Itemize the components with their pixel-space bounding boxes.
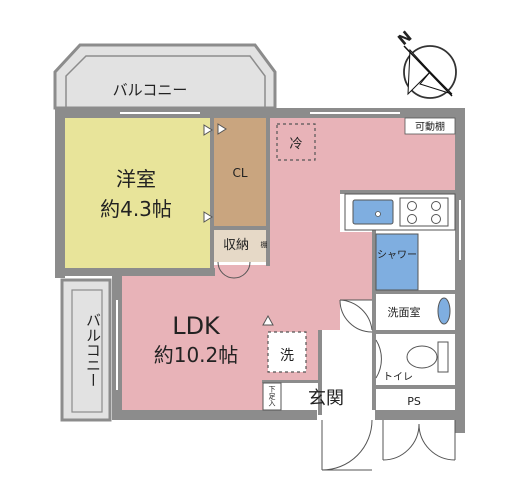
washer-box <box>267 331 307 373</box>
storage-small-label: 棚 <box>261 240 268 249</box>
fridge-label: 冷 <box>289 137 302 152</box>
fridge-box <box>276 123 316 161</box>
washroom-label: 洗面室 <box>388 305 421 319</box>
ldk-name: LDK <box>172 312 221 340</box>
toilet-door-icon <box>375 339 382 379</box>
washer-label: 洗 <box>280 348 294 364</box>
western-room-name: 洋室 <box>116 167 156 191</box>
closet-label: CL <box>232 166 247 180</box>
movable-shelf-label: 可動棚 <box>415 120 445 133</box>
closet-floor <box>212 118 268 228</box>
ldk-size: 約10.2帖 <box>154 343 239 367</box>
walls <box>55 108 465 433</box>
toilet-tank-icon <box>437 341 449 373</box>
entrance-label: 玄関 <box>308 388 344 409</box>
door-triangle-icon <box>203 124 213 136</box>
door-triangle-icon <box>217 123 227 135</box>
balcony-left-label: バルコニー <box>84 313 102 388</box>
stove-icon <box>399 197 449 227</box>
shoe-box-label: 下足入 <box>268 386 276 407</box>
movable-shelf-box <box>404 117 456 135</box>
ps-label: PS <box>407 395 421 408</box>
toilet-bowl-icon <box>406 345 438 369</box>
balcony-top: バルコニー <box>53 43 277 110</box>
windows <box>116 112 461 390</box>
washbasin-icon <box>437 297 451 325</box>
washroom-door-icon <box>339 299 373 331</box>
hall-door-icon <box>339 299 373 333</box>
kitchen-counter <box>344 193 456 231</box>
compass-icon: N <box>394 27 457 99</box>
western-room-floor <box>62 118 210 270</box>
shoe-box <box>262 382 282 411</box>
ldk-floor <box>120 115 455 410</box>
door-triangle-icon <box>203 211 213 223</box>
hall-floor <box>322 334 372 410</box>
balcony-top-label: バルコニー <box>113 81 188 99</box>
shower-tray <box>375 233 419 291</box>
shower-label: シャワー <box>377 250 417 261</box>
balcony-left: バルコニー <box>60 278 112 422</box>
storage-floor <box>212 230 268 262</box>
storage-door-icon <box>217 261 251 279</box>
compass-label: N <box>394 27 415 49</box>
sink-icon <box>352 199 394 225</box>
storage-label: 収納 <box>223 238 249 253</box>
entry-doors <box>321 419 456 471</box>
western-room-size: 約4.3帖 <box>100 197 172 221</box>
toilet-label: トイレ <box>383 372 413 383</box>
ps-box <box>376 389 455 410</box>
door-triangle-icon <box>262 314 274 326</box>
